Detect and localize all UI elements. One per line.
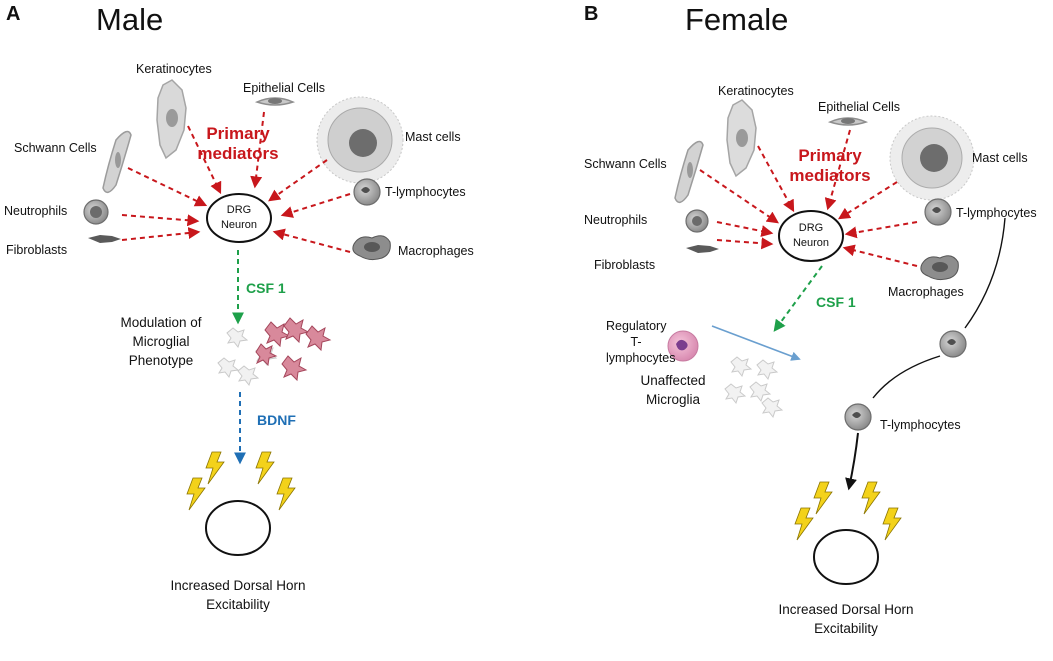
primary-mediator-arrows-b [699,129,918,267]
keratinocytes-label-b: Keratinocytes [718,84,794,98]
schwann-cell [102,130,132,194]
microglia-label-a: Modulation of Microglial Phenotype [120,315,202,368]
t-cell-arrow-down [845,432,859,491]
epithelial-label-b: Epithelial Cells [818,100,900,114]
fibroblast-cell [88,235,121,243]
t-lymphocytes-label-a: T-lymphocytes [385,185,466,199]
dorsal-horn-b [813,529,879,585]
primary-mediators-a: Primary mediators [197,124,279,163]
epithelial-label-a: Epithelial Cells [243,81,325,95]
lightning-bolts-b [794,481,902,541]
outcome-label-a: Increased Dorsal Horn Excitability [170,578,306,612]
fibroblast-cell-b [686,245,719,253]
neutrophil-cell [83,199,109,225]
microglia-label-b: Unaffected Microglia [640,373,706,407]
panel-b [667,99,1006,585]
schwann-cell-b [674,140,704,204]
keratinocyte-cell [156,79,187,160]
macrophages-label-a: Macrophages [398,244,474,258]
drg-neuron-a [206,193,272,243]
csf1-label-a: CSF 1 [246,280,286,296]
regulatory-t-cell [667,330,699,362]
neutrophil-cell-b [685,209,709,233]
panel-b-title: Female [685,2,789,37]
t-lymphocyte-lower-b [844,403,872,431]
dorsal-horn-a [205,500,271,556]
t-lymphocyte-cell-b [924,198,952,226]
t-cell-path-middle [872,355,941,399]
lightning-bolts-a [186,451,296,511]
outcome-label-b: Increased Dorsal Horn Excitability [778,602,914,636]
mast-label-a: Mast cells [405,130,461,144]
primary-mediator-arrows-a [121,111,351,253]
primary-mediators-b: Primary mediators [789,146,871,185]
epithelial-cell [254,97,296,106]
macrophages-label-b: Macrophages [888,285,964,299]
csf1-arrow-b [773,265,823,332]
panel-a-letter: A [6,3,21,25]
fibroblasts-label-a: Fibroblasts [6,243,68,257]
mast-cell [316,96,404,184]
drg-neuron-label-b: DRG Neuron [792,222,830,249]
microglia-unaffected-b [724,356,784,419]
bdnf-label-a: BDNF [257,412,296,428]
panel-a-title: Male [96,2,164,37]
mast-cell-b [889,115,975,201]
macrophage-cell [352,235,391,261]
t-lymphocytes-label-b: T-lymphocytes [956,206,1037,220]
panel-b-letter: B [584,3,599,25]
epithelial-cell-b [827,117,869,126]
drg-neuron-b [778,210,844,262]
regulatory-arrow [711,325,801,361]
schwann-label-b: Schwann Cells [584,157,667,171]
t-lymphocytes-lower-label-b: T-lymphocytes [880,418,961,432]
panel-a [83,79,404,556]
macrophage-cell-b [920,255,959,281]
t-lymphocyte-mid-b [939,330,967,358]
neutrophils-label-a: Neutrophils [4,204,68,218]
regulatory-label: Regulatory T-lymphocytes [606,319,676,365]
t-cell-path-upper [964,217,1006,329]
keratinocytes-label-a: Keratinocytes [136,62,212,76]
neutrophils-label-b: Neutrophils [584,213,648,227]
schwann-label-a: Schwann Cells [14,141,97,155]
t-lymphocyte-cell [353,178,381,206]
fibroblasts-label-b: Fibroblasts [594,258,656,272]
keratinocyte-cell-b [726,99,757,178]
csf1-label-b: CSF 1 [816,294,856,310]
mast-label-b: Mast cells [972,151,1028,165]
drg-neuron-label-a: DRG Neuron [220,204,258,231]
microglia-reactive-a [255,317,332,382]
